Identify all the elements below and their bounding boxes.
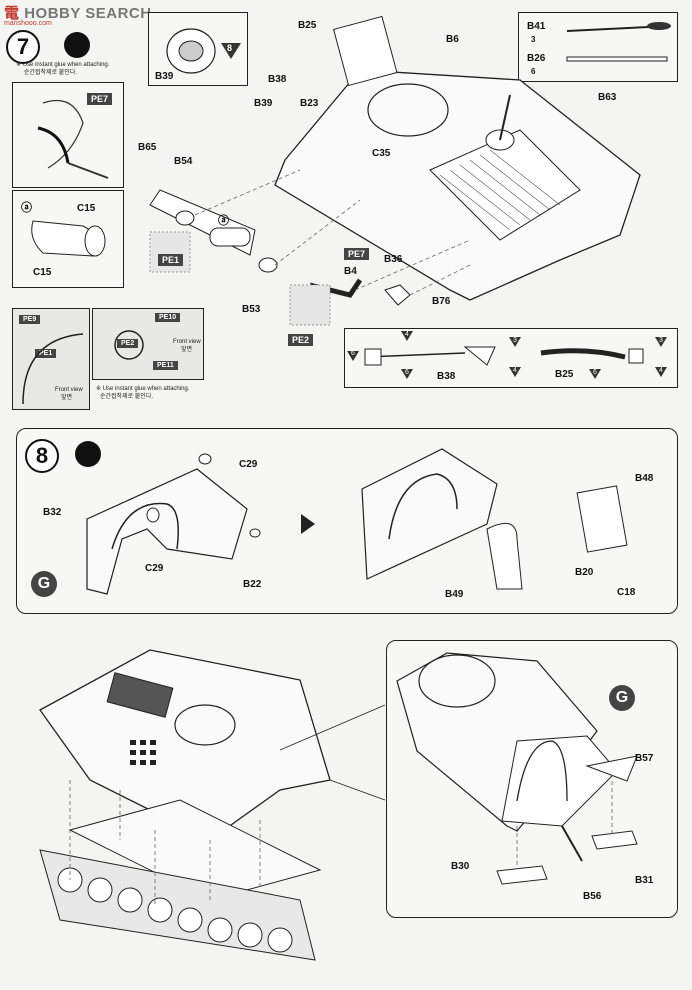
inset-pe10: PE10 PE2 PE11 Front view 앞면 — [92, 308, 204, 380]
b25-label: B25 — [298, 20, 317, 31]
final-detail-panel: G B57 B30 B56 B31 — [386, 640, 678, 918]
pe11-tag: PE11 — [153, 361, 178, 370]
front-view-1: Front view — [55, 387, 83, 393]
final-detail-drawing — [396, 652, 638, 885]
b22-label: B22 — [243, 579, 262, 590]
b63-label: B63 — [598, 92, 617, 103]
b48-label: B48 — [635, 473, 654, 484]
step7-hull-drawing — [149, 15, 641, 326]
pe1-tag: PE1 — [158, 254, 184, 266]
b39-inset-label: B39 — [155, 71, 174, 82]
num3-b: 3 — [659, 337, 663, 344]
c15-drawing — [31, 220, 106, 257]
b36-label: B36 — [384, 254, 403, 265]
watermark-prefix: 電 — [4, 5, 20, 22]
b38-detail-label: B38 — [437, 371, 456, 382]
pe10-drawing — [114, 330, 144, 360]
c18-label: C18 — [617, 587, 636, 598]
front-view-kr-1: 앞면 — [61, 395, 73, 401]
c15-label-top: C15 — [77, 203, 96, 214]
c29-label-top: C29 — [239, 459, 258, 470]
b57-label: B57 — [635, 753, 654, 764]
b23-label: B23 — [300, 98, 319, 109]
b26-label: B26 — [527, 53, 546, 64]
b76-label: B76 — [432, 296, 451, 307]
num8: 8 — [227, 43, 233, 53]
glue-icon — [64, 32, 90, 58]
a-mark: ⓐ — [21, 202, 32, 214]
pe9-drawing — [22, 333, 84, 405]
watermark-brand: HOBBY SEARCH — [24, 5, 152, 22]
b20-label: B20 — [575, 567, 594, 578]
num6-a: 6 — [351, 350, 355, 357]
inset-c15: ⓐ C15 C15 — [12, 190, 124, 288]
num6-b: 6 — [405, 369, 409, 376]
inset-b41-b26: B41 3 B26 6 — [518, 12, 678, 82]
b38-label: B38 — [268, 74, 287, 85]
watermark-sub: manshooo.com — [4, 20, 52, 27]
c29-label: C29 — [145, 563, 164, 574]
c15-label-bottom: C15 — [33, 267, 52, 278]
step-7-number: 7 — [6, 30, 40, 64]
b39-drawing — [166, 28, 241, 74]
a-mark-main: ⓐ — [218, 215, 229, 227]
g-badge-8: G — [31, 571, 57, 597]
num4-b: 4 — [513, 367, 517, 374]
step-8-number: 8 — [25, 439, 59, 473]
b65-label: B65 — [138, 142, 157, 153]
glue-icon-8 — [75, 441, 101, 467]
b56-label: B56 — [583, 891, 602, 902]
b41-label: B41 — [527, 21, 546, 32]
step7-note-en: ※ Use instant glue when attaching. — [16, 62, 110, 68]
b4-label: B4 — [344, 266, 357, 277]
g-badge-final: G — [609, 685, 635, 711]
inset-pe9: PE9 PE1 Front view 앞면 — [12, 308, 90, 410]
step7-note2-en: ※ Use instant glue when attaching. — [96, 386, 190, 392]
b39-label: B39 — [254, 98, 273, 109]
b25-detail-label: B25 — [555, 369, 574, 380]
pe7-drawing — [37, 99, 109, 179]
b41-num: 3 — [531, 35, 536, 44]
pe1-inset-tag: PE1 — [35, 349, 57, 358]
pe10-tag: PE10 — [155, 313, 181, 322]
b38-b25-drawing — [347, 331, 667, 379]
b53-label: B53 — [242, 304, 261, 315]
b49-label: B49 — [445, 589, 464, 600]
pe9-tag: PE9 — [19, 315, 41, 324]
step7-note2-kr: 순간접착제로 붙인다. — [100, 394, 154, 400]
num4-c: 4 — [659, 367, 663, 374]
b32-label: B32 — [43, 507, 62, 518]
inset-pe7: PE7 — [12, 82, 124, 188]
b6-label: B6 — [446, 34, 459, 45]
num4-a: 4 — [405, 331, 409, 338]
inset-b38-b25: 6 4 6 3 4 6 3 4 B38 B25 — [344, 328, 678, 388]
b41-b26-drawing — [566, 22, 671, 62]
front-view-kr-2: 앞면 — [181, 347, 193, 353]
step7-note-kr: 순간접착제로 붙인다. — [24, 70, 78, 76]
pe2-tag: PE2 — [288, 334, 314, 346]
num3-a: 3 — [513, 337, 517, 344]
b31-label: B31 — [635, 875, 654, 886]
step-8-panel: 8 G C29 B32 C29 B22 B48 B20 C18 B49 — [16, 428, 678, 614]
b54-label: B54 — [174, 156, 193, 167]
b30-label: B30 — [451, 861, 470, 872]
inset-b39: 8 B39 — [148, 12, 248, 86]
watermark: 電 HOBBY SEARCH — [4, 2, 152, 23]
num6-c: 6 — [593, 369, 597, 376]
pe2-inset-tag: PE2 — [117, 339, 139, 348]
c35-label: C35 — [372, 148, 391, 159]
pe7-tag-main: PE7 — [344, 248, 370, 260]
front-view-2: Front view — [173, 339, 201, 345]
pe7-tag: PE7 — [87, 93, 113, 105]
b26-num: 6 — [531, 67, 536, 76]
step8-drawing — [86, 448, 628, 595]
